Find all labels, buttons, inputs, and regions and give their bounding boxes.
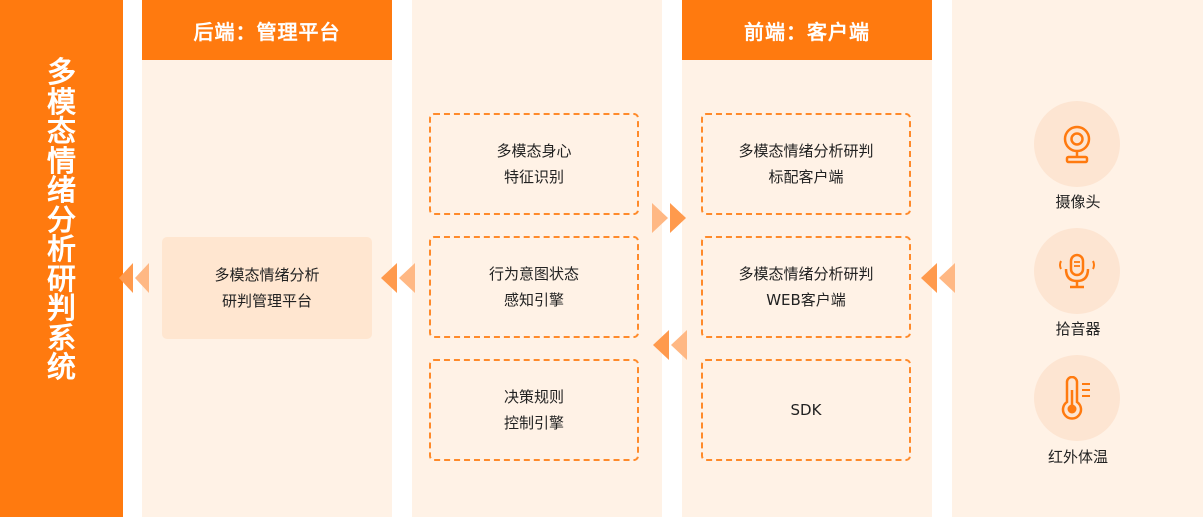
system-title: 多模态情绪分析研判系统 bbox=[46, 55, 76, 384]
microphone-circle bbox=[1034, 228, 1120, 314]
client-box: 多模态情绪分析研判 标配客户端 bbox=[701, 113, 911, 215]
client-label: 多模态情绪分析研判 WEB客户端 bbox=[738, 265, 874, 309]
arrow-left-icon bbox=[653, 330, 687, 360]
engine-label: 决策规则 控制引擎 bbox=[503, 388, 564, 432]
client-label: 多模态情绪分析研判 标配客户端 bbox=[738, 142, 874, 186]
thermometer-circle bbox=[1034, 355, 1120, 441]
arrow-left-icon bbox=[381, 263, 415, 293]
management-platform-label: 多模态情绪分析 研判管理平台 bbox=[214, 266, 320, 310]
arrow-left-icon bbox=[921, 263, 955, 293]
device-label: 拾音器 bbox=[1055, 320, 1101, 338]
management-platform-box: 多模态情绪分析 研判管理平台 bbox=[162, 237, 372, 339]
backend-header: 后端：管理平台 bbox=[142, 0, 392, 60]
client-label: SDK bbox=[790, 401, 822, 419]
arrow-left-icon bbox=[119, 263, 149, 293]
engine-label: 行为意图状态 感知引擎 bbox=[488, 265, 579, 309]
engine-box: 行为意图状态 感知引擎 bbox=[429, 236, 639, 338]
device-label: 红外体温 bbox=[1047, 448, 1108, 466]
engine-label: 多模态身心 特征识别 bbox=[496, 142, 572, 186]
microphone-icon bbox=[1059, 253, 1095, 289]
frontend-panel bbox=[682, 0, 932, 517]
system-title-bar: 多模态情绪分析研判系统 bbox=[0, 0, 123, 517]
engine-box: 多模态身心 特征识别 bbox=[429, 113, 639, 215]
frontend-header: 前端：客户端 bbox=[682, 0, 932, 60]
arrow-right-icon bbox=[652, 203, 686, 233]
engine-box: 决策规则 控制引擎 bbox=[429, 359, 639, 461]
client-box: 多模态情绪分析研判 WEB客户端 bbox=[701, 236, 911, 338]
engine-panel bbox=[412, 0, 662, 517]
device-label: 摄像头 bbox=[1055, 193, 1101, 211]
client-box: SDK bbox=[701, 359, 911, 461]
camera-icon bbox=[1063, 125, 1091, 164]
camera-circle bbox=[1034, 101, 1120, 187]
thermometer-icon bbox=[1061, 376, 1090, 420]
